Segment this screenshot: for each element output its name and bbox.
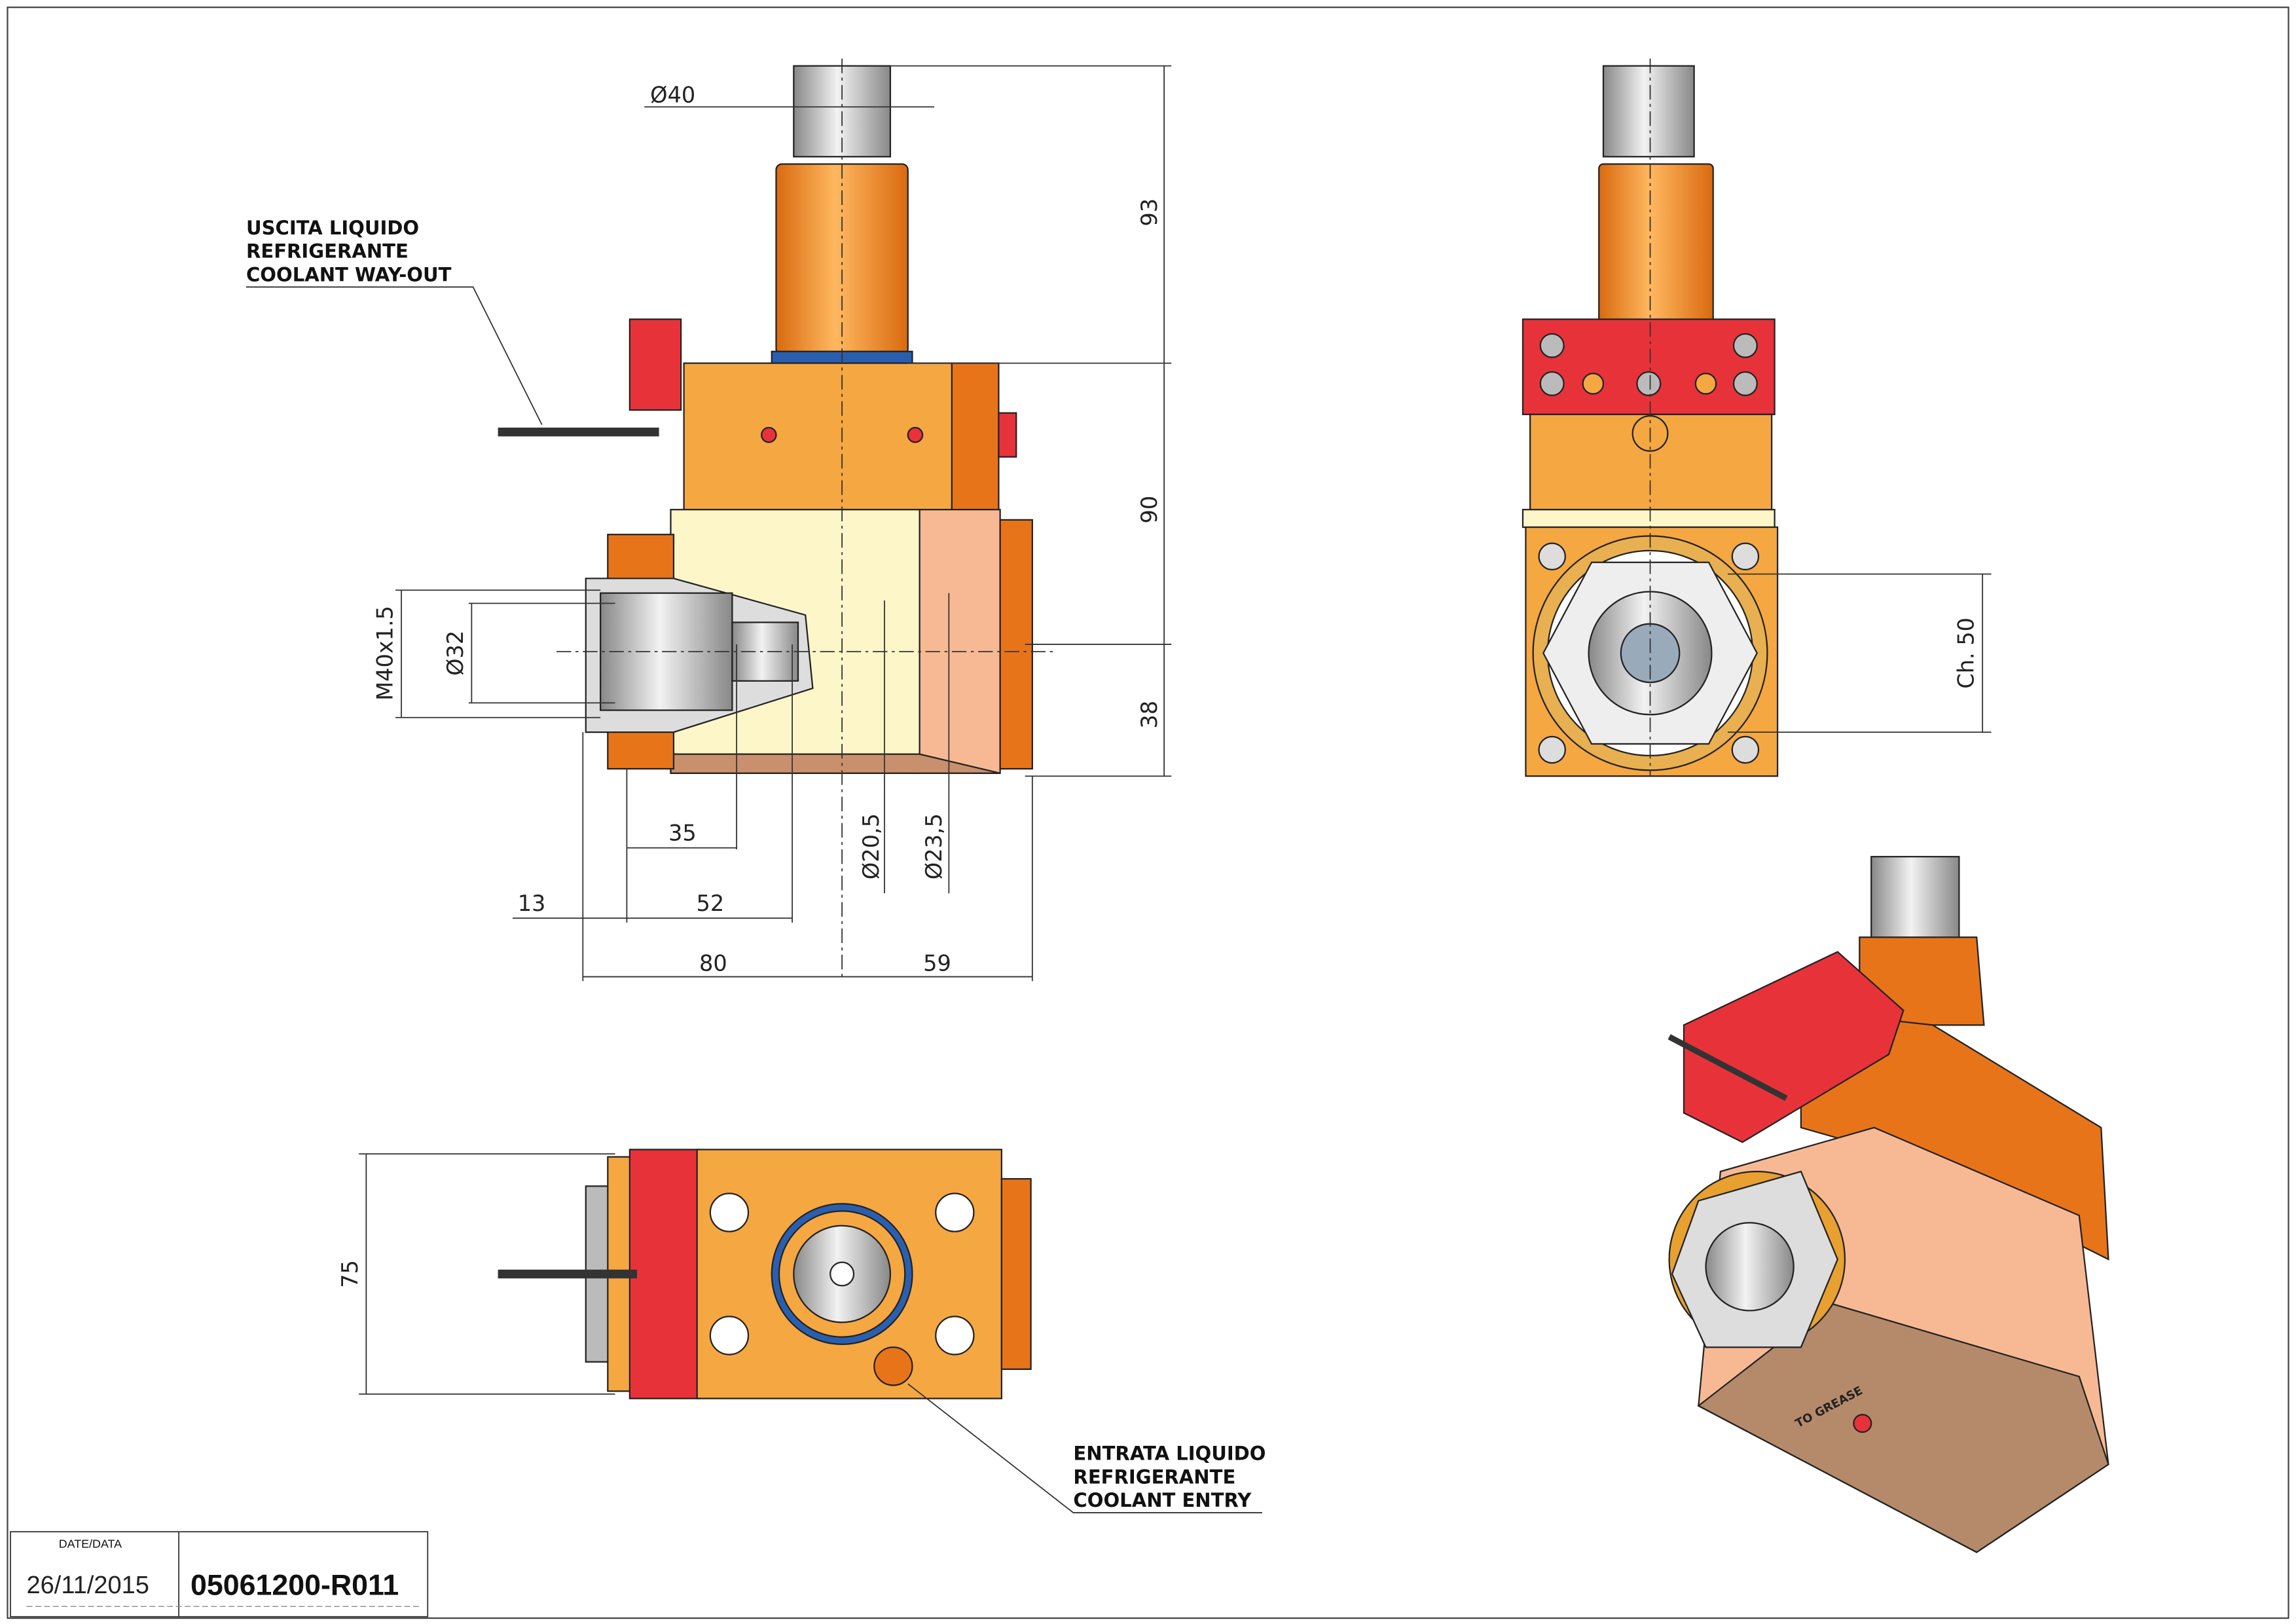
dim-13: 13 bbox=[518, 891, 546, 916]
svg-text:REFRIGERANTE: REFRIGERANTE bbox=[1073, 1466, 1235, 1488]
coolant-bracket bbox=[629, 318, 682, 411]
svg-text:ENTRATA LIQUIDO: ENTRATA LIQUIDO bbox=[1073, 1443, 1266, 1465]
front-view bbox=[498, 58, 1055, 982]
dim-52: 52 bbox=[697, 891, 725, 916]
dim-ch50: Ch. 50 bbox=[1954, 618, 1979, 689]
dim-d40: Ø40 bbox=[650, 83, 695, 108]
coolant-out-label: USCITA LIQUIDO REFRIGERANTE COOLANT WAY-… bbox=[246, 217, 543, 425]
coolant-entry-label: ENTRATA LIQUIDO REFRIGERANTE COOLANT ENT… bbox=[907, 1383, 1266, 1513]
side-red-block bbox=[1522, 318, 1776, 415]
dim-93: 93 bbox=[1137, 198, 1162, 227]
dim-d32: Ø32 bbox=[443, 631, 468, 676]
dim-thread: M40x1.5 bbox=[373, 606, 398, 701]
top-view: 75 bbox=[337, 1149, 1032, 1399]
dim-59: 59 bbox=[923, 951, 951, 976]
side-view: Ch. 50 bbox=[1522, 58, 1992, 777]
svg-text:REFRIGERANTE: REFRIGERANTE bbox=[246, 240, 409, 263]
dim-d23-5: Ø23,5 bbox=[921, 813, 947, 879]
drawing-frame bbox=[7, 7, 2289, 1619]
upper-body bbox=[683, 362, 1000, 511]
dim-80: 80 bbox=[699, 951, 727, 976]
dim-d20-5: Ø20,5 bbox=[858, 813, 884, 879]
front-dimensions: 93 90 38 Ø40 M40x1.5 Ø32 35 13 52 80 59 … bbox=[373, 65, 1172, 982]
date-value: 26/11/2015 bbox=[27, 1572, 149, 1599]
title-block: DATE/DATA 26/11/2015 05061200-R011 bbox=[10, 1531, 429, 1617]
svg-text:COOLANT ENTRY: COOLANT ENTRY bbox=[1073, 1489, 1252, 1511]
isometric-view: TO GREASE bbox=[1667, 856, 2109, 1553]
drawing-code: 05061200-R011 bbox=[191, 1569, 399, 1601]
svg-text:USCITA LIQUIDO: USCITA LIQUIDO bbox=[246, 217, 419, 239]
dim-35: 35 bbox=[668, 821, 697, 846]
dim-38: 38 bbox=[1137, 701, 1162, 729]
dim-90: 90 bbox=[1137, 496, 1162, 524]
date-label: DATE/DATA bbox=[59, 1538, 122, 1551]
coolant-pipe bbox=[498, 427, 659, 437]
dim-75: 75 bbox=[337, 1260, 363, 1288]
coolant-entry-port bbox=[873, 1346, 913, 1386]
svg-text:COOLANT WAY-OUT: COOLANT WAY-OUT bbox=[246, 263, 452, 286]
